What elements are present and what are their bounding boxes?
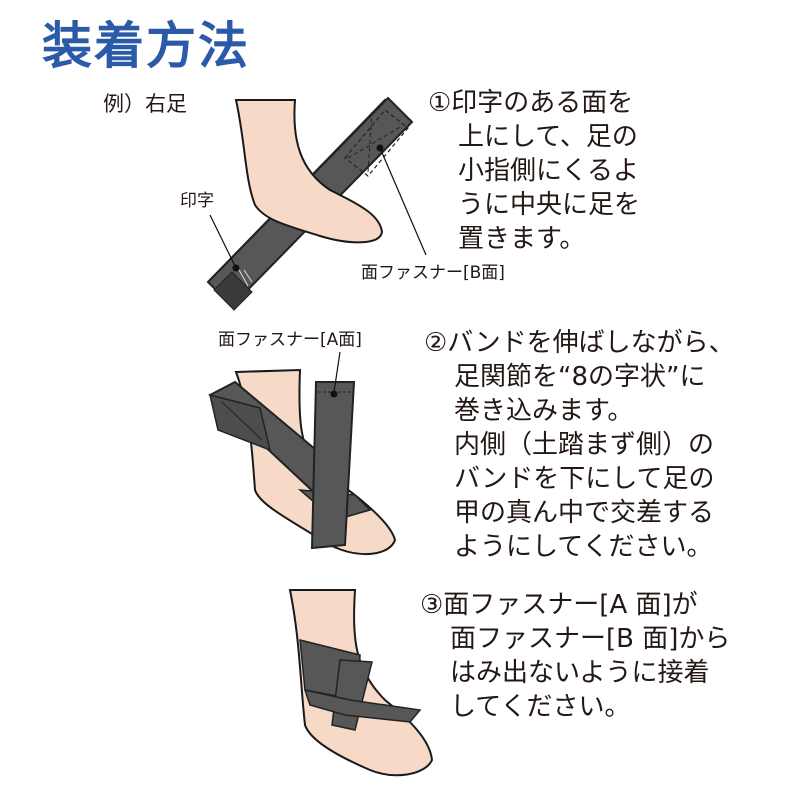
step-2-line: バンドを下にして足の bbox=[454, 464, 715, 494]
step-2-line: ようにしてください。 bbox=[454, 532, 713, 562]
step-1-line: ①印字のある面を bbox=[428, 88, 634, 118]
step-2-line: 内側（土踏まず側）の bbox=[454, 430, 715, 460]
step-3-text: ③面ファスナー[A 面]が 面ファスナー[B 面]から はみ出ないように接着 し… bbox=[420, 588, 730, 724]
callout-print: 印字 bbox=[180, 191, 214, 211]
step-3-line: ③面ファスナー[A 面]が bbox=[420, 590, 698, 620]
step-2-line: ②バンドを伸ばしながら、 bbox=[424, 328, 735, 358]
step3-illustration bbox=[288, 589, 434, 777]
example-label: 例）右足 bbox=[103, 92, 187, 116]
step-1-line: 置きます。 bbox=[458, 224, 586, 254]
step1-illustration bbox=[206, 96, 427, 311]
step-3-line: してください。 bbox=[450, 692, 631, 722]
step-2-line: 巻き込みます。 bbox=[454, 396, 634, 426]
callout-velcro-a: 面ファスナー[A面] bbox=[218, 330, 362, 350]
step-3-line: 面ファスナー[B 面]から bbox=[450, 624, 731, 654]
step2-illustration bbox=[208, 351, 397, 556]
step-1-text: ①印字のある面を 上にして、足の 小指側にくるよ うに中央に足を 置きます。 bbox=[428, 86, 640, 256]
page-title: 装着方法 bbox=[42, 17, 250, 75]
step-2-text: ②バンドを伸ばしながら、 足関節を“8の字状”に 巻き込みます。 内側（土踏まず… bbox=[424, 326, 735, 564]
step-2-line: 甲の真ん中で交差する bbox=[454, 498, 715, 528]
step-2-line: 足関節を“8の字状”に bbox=[454, 362, 706, 392]
step-1-line: 小指側にくるよ bbox=[458, 156, 639, 186]
step-1-line: 上にして、足の bbox=[458, 122, 638, 152]
step-1-line: うに中央に足を bbox=[458, 190, 641, 220]
callout-velcro-b: 面ファスナー[B面] bbox=[361, 263, 505, 283]
step-3-line: はみ出ないように接着 bbox=[450, 658, 710, 688]
